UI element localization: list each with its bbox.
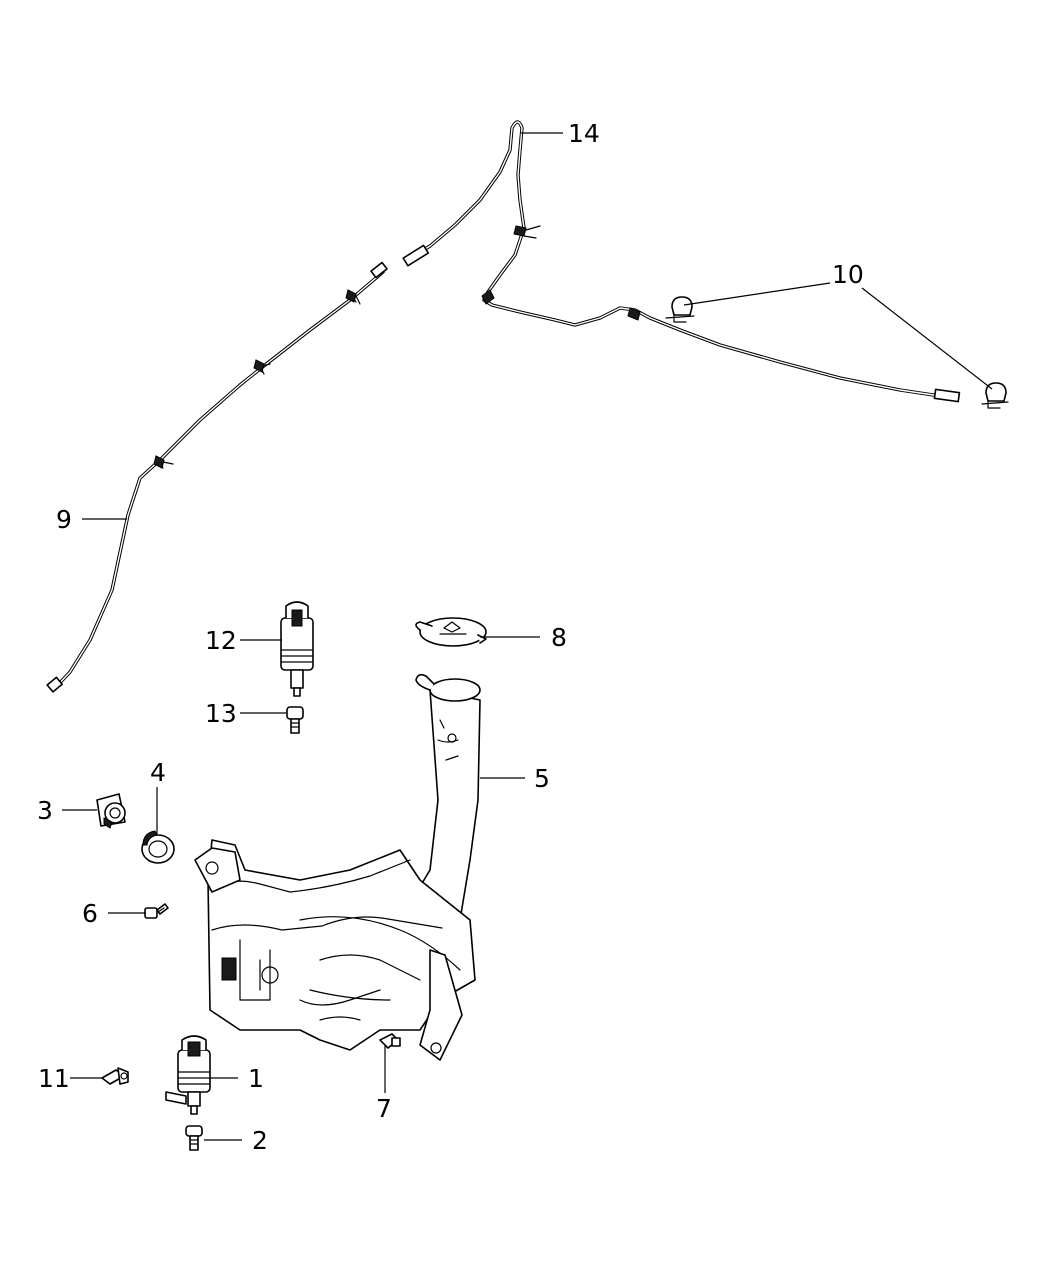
washer-hose-front-part-9[interactable] (46, 261, 388, 693)
washer-pump-part-1[interactable] (165, 1035, 211, 1115)
washer-nozzle-part-10-right[interactable] (981, 382, 1009, 409)
washer-reservoir-part-5[interactable] (194, 673, 481, 1061)
washer-nozzle-part-10-left[interactable] (665, 296, 695, 323)
callout-8: 8 (551, 623, 567, 652)
callout-1: 1 (248, 1064, 264, 1093)
bolt-part-6[interactable] (144, 903, 169, 919)
leader-10a (683, 282, 831, 306)
callout-labels: 1 2 3 4 5 6 7 8 9 10 11 12 13 14 (37, 119, 864, 1155)
callout-12: 12 (205, 626, 237, 655)
leader-lines (62, 132, 993, 1141)
leader-10b (861, 287, 993, 390)
callout-7: 7 (376, 1094, 392, 1123)
callout-9: 9 (56, 505, 72, 534)
callout-5: 5 (534, 764, 550, 793)
screw-part-13[interactable] (286, 706, 304, 734)
seal-part-4[interactable] (141, 830, 175, 864)
callout-6: 6 (82, 899, 98, 928)
push-pin-part-7[interactable] (379, 1033, 401, 1049)
callout-4: 4 (150, 758, 166, 787)
callout-14: 14 (568, 119, 600, 148)
callout-3: 3 (37, 796, 53, 825)
hose-connector-part-11[interactable] (101, 1067, 129, 1085)
callout-13: 13 (205, 699, 237, 728)
callout-2: 2 (252, 1126, 268, 1155)
callout-11: 11 (38, 1064, 70, 1093)
screw-part-2[interactable] (185, 1125, 203, 1151)
reservoir-cap-part-8[interactable] (415, 617, 487, 647)
washer-pump-part-12[interactable] (280, 601, 314, 697)
washer-hose-harness-part-14[interactable] (402, 120, 961, 403)
grommet-part-3[interactable] (96, 793, 126, 829)
callout-10: 10 (832, 260, 864, 289)
